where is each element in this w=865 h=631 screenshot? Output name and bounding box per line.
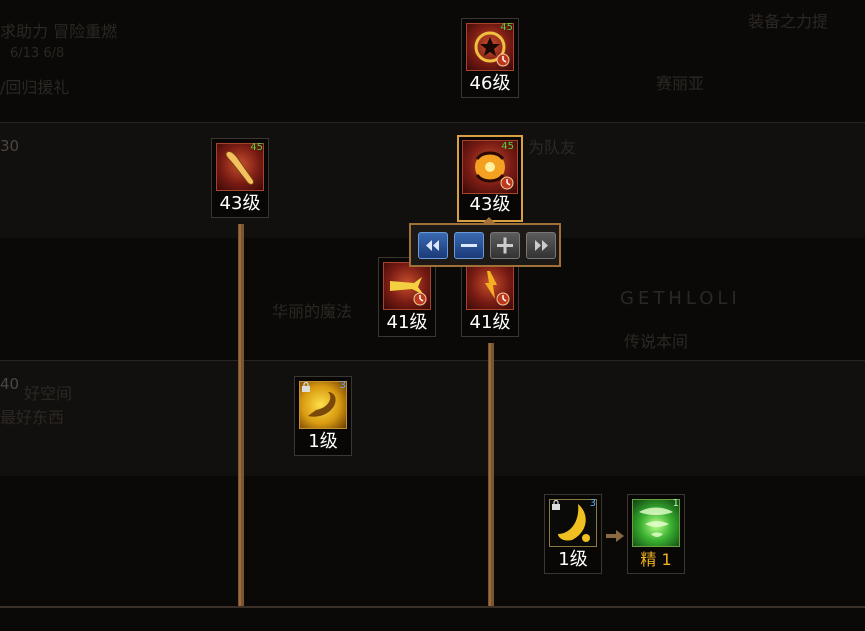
row-band-2 bbox=[0, 122, 865, 238]
increase-level-button[interactable] bbox=[490, 232, 520, 259]
bg-npc-name: 赛丽亚 bbox=[656, 74, 705, 93]
skill-slot-43-selected[interactable]: 45 43级 bbox=[457, 135, 523, 222]
bg-lower-left-2: 最好东西 bbox=[0, 408, 65, 427]
dash-skill-icon bbox=[383, 262, 431, 310]
skill-level-control bbox=[409, 217, 561, 267]
row-band-4 bbox=[0, 360, 865, 476]
impact-skill-icon bbox=[466, 262, 514, 310]
panel-bottom-border bbox=[0, 606, 865, 608]
vortex-skill-icon bbox=[462, 140, 518, 194]
lock-icon bbox=[552, 500, 560, 510]
bat-skill-icon bbox=[216, 143, 264, 191]
skill-cap-badge: 1 bbox=[672, 498, 679, 509]
skill-slot-awaken[interactable]: 1 精 1 bbox=[627, 494, 685, 574]
skill-level-label: 43级 bbox=[219, 193, 261, 214]
skill-level-label: 1级 bbox=[558, 549, 588, 570]
row-divider bbox=[0, 122, 865, 123]
bg-mid-right-text: 传说本间 bbox=[624, 332, 689, 351]
tornado-skill-icon bbox=[632, 499, 680, 547]
bg-lower-left-1: 好空间 bbox=[24, 384, 73, 403]
skill-slot-1-left[interactable]: 3 1级 bbox=[294, 376, 352, 456]
star-burst-skill-icon bbox=[466, 23, 514, 71]
row-divider bbox=[0, 360, 865, 361]
lock-icon bbox=[302, 382, 310, 392]
skill-slot-41-left[interactable]: 41级 bbox=[378, 257, 436, 337]
skill-cap-badge: 45 bbox=[250, 142, 263, 153]
bg-event-title: 求助力 冒险重燃 bbox=[0, 22, 118, 41]
crescent-skill-icon bbox=[549, 499, 597, 547]
skill-level-label: 精 1 bbox=[640, 550, 672, 569]
minus-icon bbox=[461, 244, 477, 247]
skill-level-label: 1级 bbox=[308, 431, 338, 452]
tree-connector-line bbox=[488, 343, 494, 608]
skill-cap-badge: 3 bbox=[339, 380, 346, 391]
skill-level-label: 46级 bbox=[469, 73, 511, 94]
bg-top-right-text: 装备之力提 bbox=[748, 12, 829, 31]
skill-cap-badge: 45 bbox=[500, 22, 513, 33]
skill-level-label: 41级 bbox=[469, 312, 511, 333]
decrease-level-button[interactable] bbox=[454, 232, 484, 259]
double-right-icon bbox=[535, 240, 548, 251]
plus-icon bbox=[497, 237, 513, 254]
bg-event-sub: /回归援礼 bbox=[0, 78, 70, 97]
upgrade-arrow-icon bbox=[606, 530, 624, 542]
bg-logo-text: GETHLOLI bbox=[620, 288, 741, 309]
skill-slot-41-right[interactable]: 41级 bbox=[461, 257, 519, 337]
bg-event-date: 6/13 6/8 bbox=[10, 46, 65, 61]
row-band-1 bbox=[0, 0, 865, 122]
skill-cap-badge: 45 bbox=[501, 141, 514, 152]
max-level-button[interactable] bbox=[526, 232, 556, 259]
skill-slot-43-left[interactable]: 45 43级 bbox=[211, 138, 269, 218]
tree-connector-line bbox=[238, 224, 244, 608]
bg-mid-label: 华丽的魔法 bbox=[272, 302, 353, 321]
bg-mid-label-2: 为队友 bbox=[528, 138, 577, 157]
skill-slot-46[interactable]: 45 46级 bbox=[461, 18, 519, 98]
min-level-button[interactable] bbox=[418, 232, 448, 259]
skill-level-label: 41级 bbox=[386, 312, 428, 333]
double-left-icon bbox=[426, 240, 439, 251]
skill-cap-badge: 3 bbox=[589, 498, 596, 509]
row-level-label: 30 bbox=[0, 137, 20, 155]
skill-level-label: 43级 bbox=[469, 194, 511, 215]
skill-slot-1-right[interactable]: 3 1级 bbox=[544, 494, 602, 574]
row-level-label: 40 bbox=[0, 375, 20, 393]
row-band-5 bbox=[0, 476, 865, 631]
